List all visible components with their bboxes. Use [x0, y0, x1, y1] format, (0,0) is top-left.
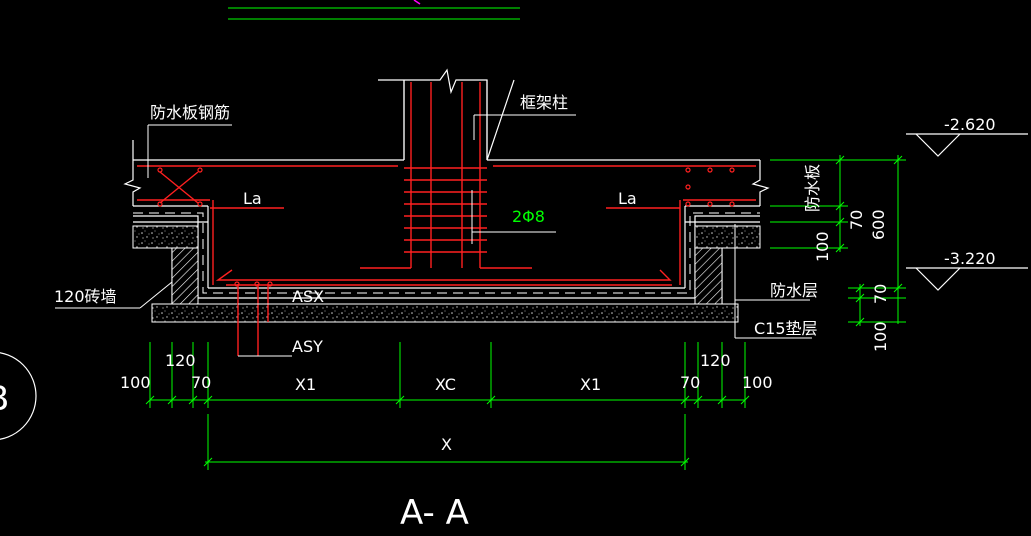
elevation-markers [906, 133, 1028, 291]
dim-70-left: 70 [191, 373, 211, 392]
cushion-layers [132, 225, 761, 323]
dim-120-left: 120 [165, 351, 196, 370]
anchor-right-label: La [618, 189, 637, 208]
asx-label: ASX [292, 287, 324, 306]
anchor-left-label: La [243, 189, 262, 208]
slab-rebar-label: 防水板钢筋 [150, 103, 230, 122]
dim-120-right: 120 [700, 351, 731, 370]
dim-x-total: X [441, 435, 452, 454]
waterproof-layer-label: 防水层 [770, 281, 818, 300]
brick-walls [171, 247, 723, 305]
rebar-dots [157, 167, 735, 287]
dimension-lines [145, 155, 906, 470]
labels: 防水板钢筋 框架柱 La La 2Φ8 120砖墙 ASX ASY 防水层 C1… [0, 93, 822, 533]
axis-bubble [0, 352, 37, 440]
c15-cushion-label: C15垫层 [754, 319, 818, 338]
waterproof-slab-label: 防水板 [803, 164, 822, 212]
top-partial-lines [228, 0, 520, 20]
dim-100-right: 100 [742, 373, 773, 392]
dim-xc: XC [435, 375, 456, 394]
dim-600: 600 [869, 209, 888, 240]
dim-70-upper: 70 [847, 210, 866, 230]
bottom-dimension-labels: 100 120 70 X1 XC X1 70 120 100 X [120, 351, 773, 454]
dim-100-left: 100 [120, 373, 151, 392]
elevation-labels: -2.620 -3.220 [944, 115, 996, 268]
right-dimension-labels: 70 600 100 70 100 [813, 209, 890, 352]
dim-70-lower: 70 [871, 284, 890, 304]
elevation-bottom: -3.220 [944, 249, 996, 268]
concrete-outline [123, 68, 770, 304]
dim-70-right: 70 [680, 373, 700, 392]
axis-bubble-label: B [0, 379, 9, 419]
dim-x1-left: X1 [295, 375, 316, 394]
frame-column-label: 框架柱 [520, 93, 568, 112]
leaders [55, 114, 812, 357]
rebar [137, 82, 756, 356]
stirrup-label: 2Φ8 [512, 207, 545, 226]
section-title: A- A [400, 493, 469, 533]
asy-label: ASY [292, 337, 323, 356]
brick-wall-label: 120砖墙 [54, 287, 117, 306]
dim-x1-right: X1 [580, 375, 601, 394]
waterproof-line [133, 212, 760, 294]
dim-100-upper: 100 [813, 231, 832, 262]
dim-100-lower: 100 [871, 321, 890, 352]
elevation-top: -2.620 [944, 115, 996, 134]
